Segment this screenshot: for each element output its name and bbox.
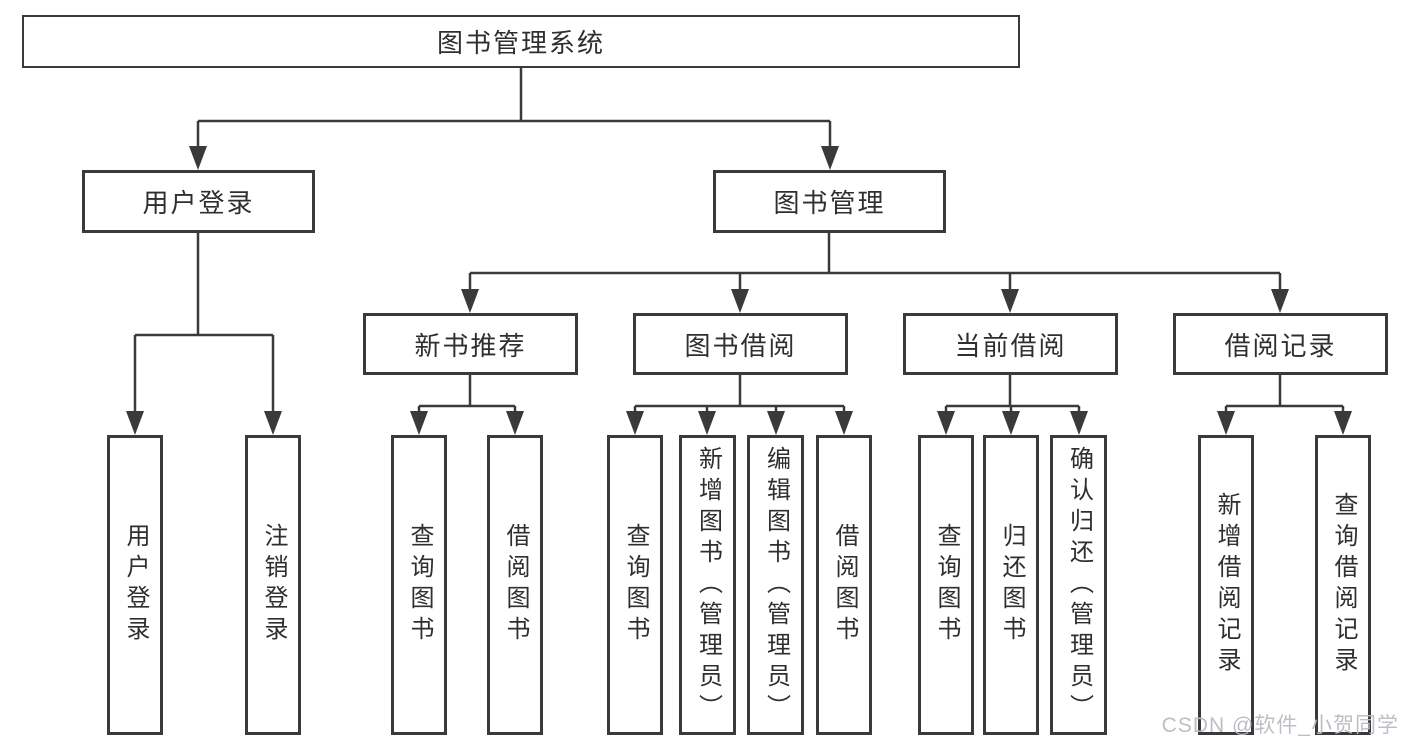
leaf-query-books-borrow-label: 查询图书 (622, 523, 649, 647)
leaf-confirm-return-admin-label: 确认归还（管理员） (1065, 445, 1093, 725)
node-new-book-recommend-label: 新书推荐 (414, 330, 527, 361)
leaf-return-books: 归还图书 (983, 435, 1039, 735)
leaf-query-borrow-record-label: 查询借阅记录 (1330, 492, 1357, 678)
node-current-borrow: 当前借阅 (903, 313, 1118, 375)
leaf-query-books-borrow: 查询图书 (607, 435, 663, 735)
leaf-query-books-current: 查询图书 (918, 435, 974, 735)
node-book-borrow: 图书借阅 (633, 313, 848, 375)
leaf-borrow-books: 借阅图书 (816, 435, 872, 735)
leaf-edit-book-admin: 编辑图书（管理员） (747, 435, 804, 735)
leaf-add-book-admin-label: 新增图书（管理员） (694, 445, 722, 725)
node-user-login-label: 用户登录 (142, 188, 255, 218)
leaf-add-borrow-record: 新增借阅记录 (1198, 435, 1254, 735)
node-library-system: 图书管理系统 (22, 15, 1020, 68)
node-borrow-records: 借阅记录 (1173, 313, 1388, 375)
leaf-logout: 注销登录 (245, 435, 301, 735)
node-user-login: 用户登录 (82, 170, 315, 233)
leaf-borrow-books-recommend-label: 借阅图书 (502, 523, 529, 647)
leaf-user-login: 用户登录 (107, 435, 163, 735)
node-library-system-label: 图书管理系统 (436, 28, 605, 58)
leaf-logout-label: 注销登录 (260, 523, 287, 647)
leaf-query-books-recommend-label: 查询图书 (406, 523, 433, 647)
node-book-borrow-label: 图书借阅 (684, 330, 797, 361)
leaf-user-login-label: 用户登录 (122, 523, 149, 647)
leaf-query-books-recommend: 查询图书 (391, 435, 447, 735)
leaf-borrow-books-recommend: 借阅图书 (487, 435, 543, 735)
leaf-edit-book-admin-label: 编辑图书（管理员） (762, 445, 790, 725)
node-borrow-records-label: 借阅记录 (1224, 330, 1337, 361)
node-new-book-recommend: 新书推荐 (363, 313, 578, 375)
leaf-add-borrow-record-label: 新增借阅记录 (1213, 492, 1240, 678)
leaf-query-books-current-label: 查询图书 (933, 523, 960, 647)
leaf-borrow-books-label: 借阅图书 (831, 523, 858, 647)
node-book-management-label: 图书管理 (773, 188, 886, 218)
leaf-confirm-return-admin: 确认归还（管理员） (1050, 435, 1107, 735)
leaf-add-book-admin: 新增图书（管理员） (679, 435, 736, 735)
leaf-return-books-label: 归还图书 (998, 523, 1025, 647)
leaf-query-borrow-record: 查询借阅记录 (1315, 435, 1371, 735)
node-book-management: 图书管理 (713, 170, 946, 233)
node-current-borrow-label: 当前借阅 (954, 330, 1067, 361)
